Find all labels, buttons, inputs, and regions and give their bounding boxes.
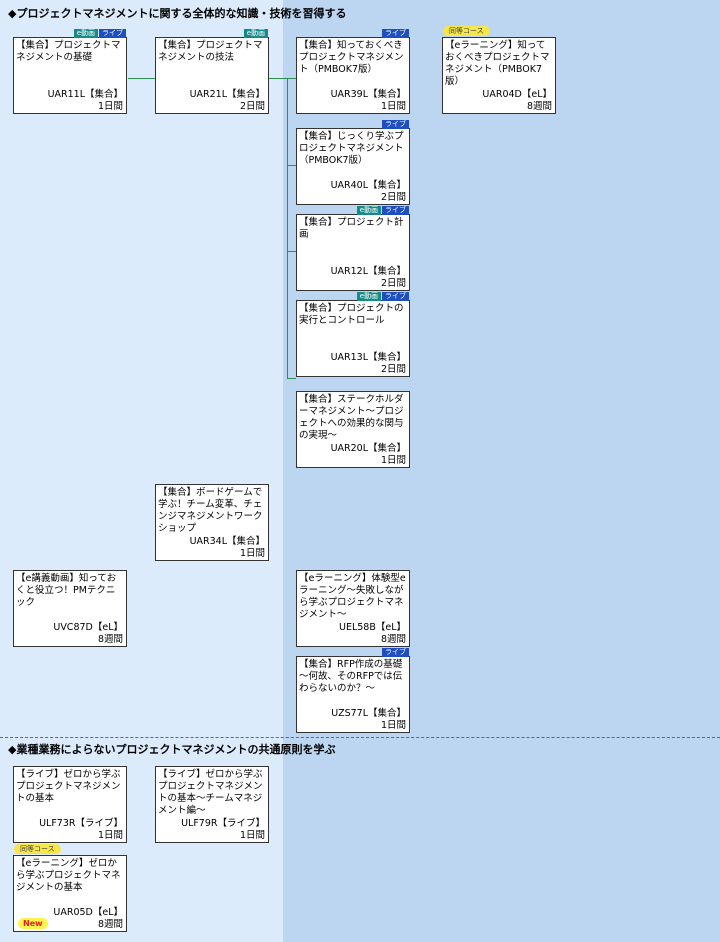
course-title: 【集合】プロジェクト計画 (299, 217, 404, 240)
live-badge: ライブ (382, 292, 409, 301)
course-code: ULF79R【ライブ】 (181, 818, 265, 829)
connector-line (287, 378, 296, 379)
badge-group: e動画 ライブ (73, 29, 126, 38)
course-code: UAR05D【eL】 (53, 907, 123, 918)
course-title: 【eラーニング】知っておくべきプロジェクトマネジメント（PMBOK7版） (445, 40, 550, 87)
course-duration: 1日間 (97, 101, 123, 112)
course-code: UAR13L【集合】 (330, 352, 406, 363)
live-badge: ライブ (99, 29, 126, 38)
course-title: 【集合】プロジェクトの実行とコントロール (299, 303, 404, 326)
course-duration: 1日間 (380, 101, 406, 112)
course-card-UVC87D[interactable]: 【e講義動画】知っておくと役立つ！PMテクニック UVC87D【eL】 8週間 (13, 570, 127, 647)
badge-group: e動画 ライブ (356, 206, 409, 215)
course-code: ULF73R【ライブ】 (39, 818, 123, 829)
course-card-UAR20L[interactable]: 【集合】ステークホルダーマネジメント～プロジェクトへの効果的な関与の実現～ UA… (296, 391, 410, 468)
course-title: 【e講義動画】知っておくと役立つ！PMテクニック (16, 573, 117, 608)
course-title: 【集合】RFP作成の基礎 ～何故、そのRFPでは伝わらないのか？～ (299, 659, 412, 694)
course-title: 【集合】プロジェクトマネジメントの基礎 (16, 40, 121, 63)
badge-group: ライブ (382, 29, 409, 38)
course-code: UAR04D【eL】 (482, 89, 552, 100)
course-code: UAR11L【集合】 (47, 89, 123, 100)
course-card-UAR11L[interactable]: e動画 ライブ 【集合】プロジェクトマネジメントの基礎 UAR11L【集合】 1… (13, 29, 127, 114)
course-duration: 8週間 (97, 634, 123, 645)
e-video-badge: e動画 (356, 292, 381, 301)
course-card-UZS77L[interactable]: ライブ 【集合】RFP作成の基礎 ～何故、そのRFPでは伝わらないのか？～ UZ… (296, 648, 412, 733)
live-badge: ライブ (382, 120, 409, 129)
course-card-ULF79R[interactable]: 【ライブ】ゼロから学ぶプロジェクトマネジメントの基本～チームマネジメント編～ U… (155, 766, 269, 843)
course-duration: 8週間 (526, 101, 552, 112)
course-title: 【集合】じっくり学ぶプロジェクトマネジメント（PMBOK7版） (299, 131, 404, 166)
course-duration: 2日間 (239, 101, 265, 112)
live-badge: ライブ (382, 29, 409, 38)
course-code: UAR40L【集合】 (330, 180, 406, 191)
course-card-UAR05D[interactable]: 同等コース 【eラーニング】ゼロから学ぶプロジェクトマネジメントの基本 New … (13, 844, 127, 932)
live-badge: ライブ (382, 206, 409, 215)
course-code: UEL58B【eL】 (339, 622, 406, 633)
course-duration: 8週間 (380, 634, 406, 645)
badge-group: e動画 (243, 29, 268, 38)
course-code: UVC87D【eL】 (53, 622, 123, 633)
e-video-badge: e動画 (356, 206, 381, 215)
equivalent-course-badge: 同等コース (14, 844, 61, 854)
course-card-UAR39L[interactable]: ライブ 【集合】知っておくべきプロジェクトマネジメント（PMBOK7版） UAR… (296, 29, 410, 114)
course-duration: 8週間 (97, 919, 123, 930)
course-duration: 2日間 (380, 364, 406, 375)
course-card-UAR34L[interactable]: 【集合】ボードゲームで学ぶ！チーム変革、チェンジマネジメントワークショップ UA… (155, 484, 269, 561)
live-badge: ライブ (382, 648, 409, 657)
connector-line (287, 165, 296, 166)
e-video-badge: e動画 (73, 29, 98, 38)
course-card-UAR40L[interactable]: ライブ 【集合】じっくり学ぶプロジェクトマネジメント（PMBOK7版） UAR4… (296, 120, 410, 205)
course-title: 【ライブ】ゼロから学ぶプロジェクトマネジメントの基本～チームマネジメント編～ (158, 769, 263, 816)
course-code: UAR12L【集合】 (330, 266, 406, 277)
connector-line (128, 78, 155, 79)
course-title: 【集合】知っておくべきプロジェクトマネジメント（PMBOK7版） (299, 40, 404, 75)
course-title: 【eラーニング】ゼロから学ぶプロジェクトマネジメントの基本 (16, 858, 121, 893)
course-title: 【集合】プロジェクトマネジメントの技法 (158, 40, 263, 63)
course-card-ULF73R[interactable]: 【ライブ】ゼロから学ぶプロジェクトマネジメントの基本 ULF73R【ライブ】 1… (13, 766, 127, 843)
badge-group: ライブ (382, 120, 409, 129)
equivalent-course-badge: 同等コース (443, 26, 490, 36)
section-title-overall: ◆プロジェクトマネジメントに関する全体的な知識・技術を習得する (8, 7, 347, 20)
course-title: 【集合】ステークホルダーマネジメント～プロジェクトへの効果的な関与の実現～ (299, 394, 404, 441)
course-duration: 1日間 (380, 455, 406, 466)
course-code: UAR20L【集合】 (330, 443, 406, 454)
course-code: UZS77L【集合】 (331, 708, 406, 719)
section-divider (0, 737, 720, 738)
course-card-UAR13L[interactable]: e動画 ライブ 【集合】プロジェクトの実行とコントロール UAR13L【集合】 … (296, 292, 410, 377)
course-card-UEL58B[interactable]: 【eラーニング】体験型eラーニング～失敗しながら学ぶプロジェクトマネジメント～ … (296, 570, 410, 647)
connector-line (287, 78, 288, 379)
course-card-UAR12L[interactable]: e動画 ライブ 【集合】プロジェクト計画 UAR12L【集合】 2日間 (296, 206, 410, 291)
course-duration: 1日間 (97, 830, 123, 841)
course-code: UAR21L【集合】 (189, 89, 265, 100)
course-card-UAR21L[interactable]: e動画 【集合】プロジェクトマネジメントの技法 UAR21L【集合】 2日間 (155, 29, 269, 114)
e-video-badge: e動画 (243, 29, 268, 38)
course-duration: 1日間 (239, 830, 265, 841)
course-code: UAR34L【集合】 (189, 536, 265, 547)
badge-group: e動画 ライブ (356, 292, 409, 301)
course-title: 【ライブ】ゼロから学ぶプロジェクトマネジメントの基本 (16, 769, 121, 804)
section-title-common-principles: ◆業種業務によらないプロジェクトマネジメントの共通原則を学ぶ (8, 743, 336, 756)
course-card-UAR04D[interactable]: 同等コース 【eラーニング】知っておくべきプロジェクトマネジメント（PMBOK7… (442, 26, 556, 114)
course-duration: 2日間 (380, 278, 406, 289)
connector-line (287, 251, 296, 252)
course-duration: 1日間 (239, 548, 265, 559)
connector-line (269, 78, 296, 79)
course-duration: 2日間 (380, 192, 406, 203)
course-title: 【集合】ボードゲームで学ぶ！チーム変革、チェンジマネジメントワークショップ (158, 487, 263, 534)
course-duration: 1日間 (380, 720, 406, 731)
course-title: 【eラーニング】体験型eラーニング～失敗しながら学ぶプロジェクトマネジメント～ (299, 573, 406, 620)
badge-group: ライブ (382, 648, 409, 657)
course-code: UAR39L【集合】 (330, 89, 406, 100)
new-badge-icon: New (18, 918, 48, 929)
